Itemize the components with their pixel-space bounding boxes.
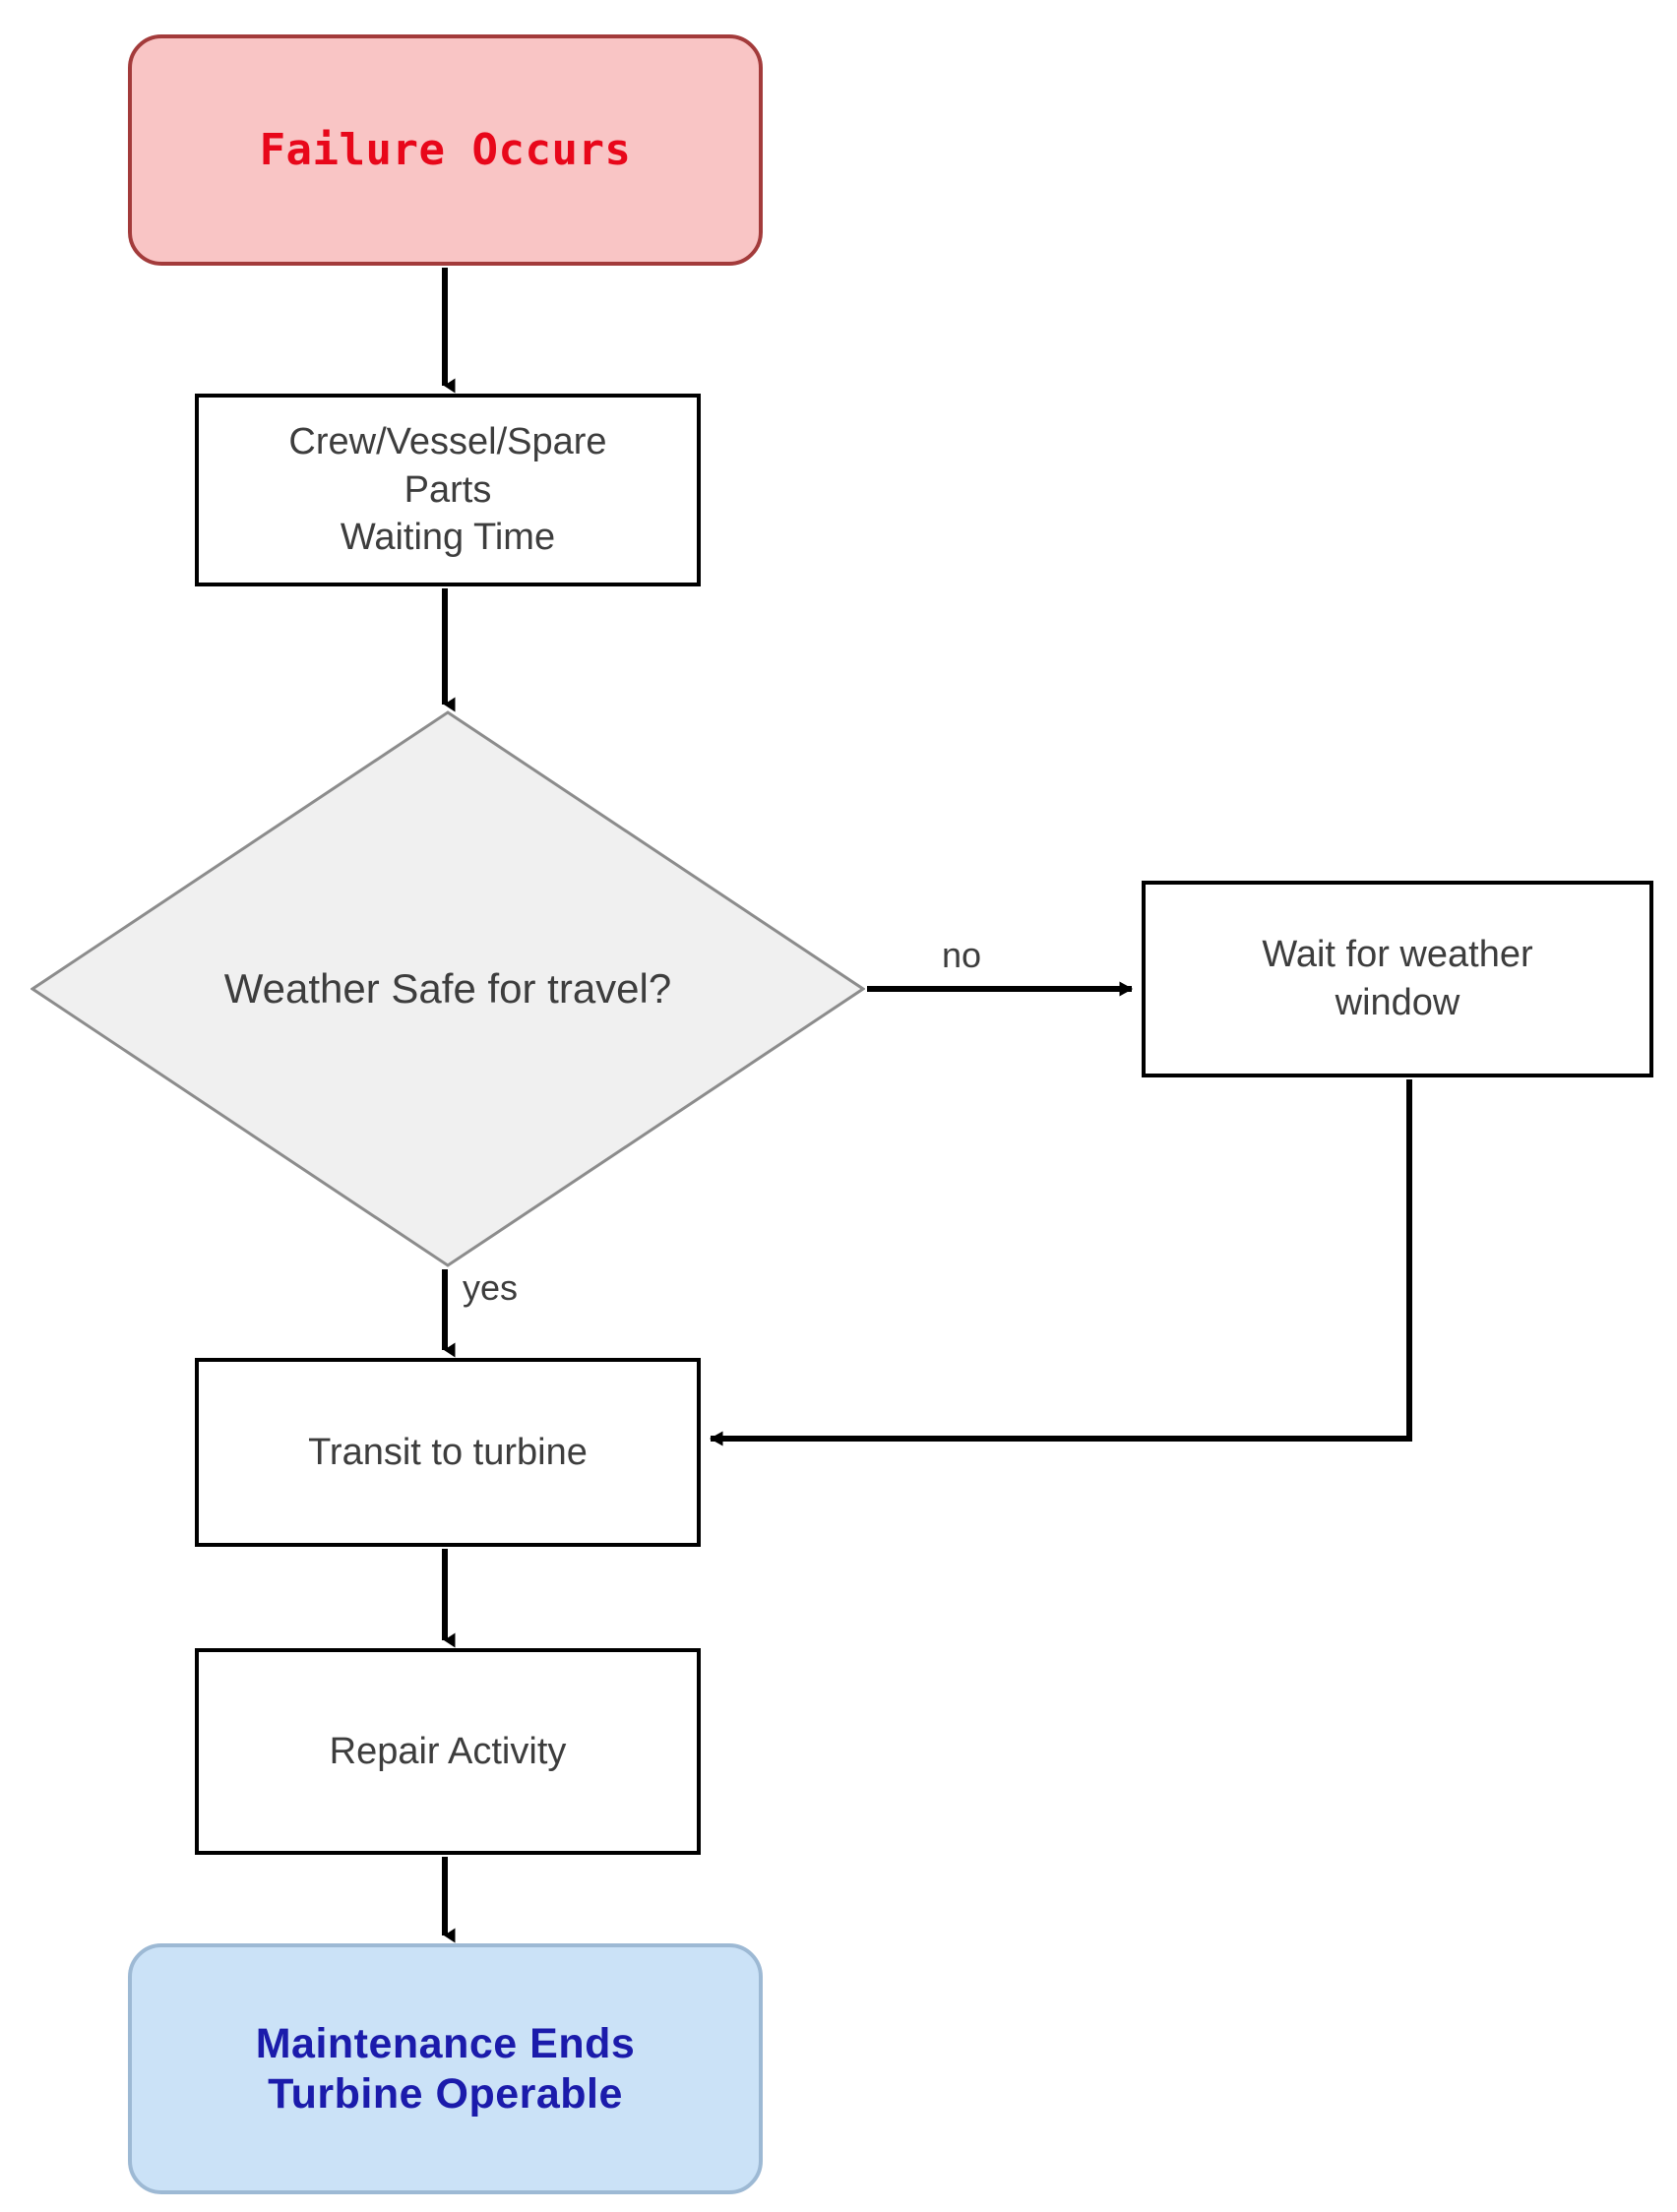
node-repair-activity[interactable]: Repair Activity [195, 1648, 701, 1855]
node-waiting-time[interactable]: Crew/Vessel/Spare Parts Waiting Time [195, 394, 701, 586]
node-weather-decision-label: Weather Safe for travel? [223, 965, 672, 1012]
node-failure-occurs-label: Failure Occurs [259, 124, 632, 175]
edge-label-no: no [942, 935, 982, 975]
node-weather-decision[interactable]: Weather Safe for travel? [31, 710, 865, 1267]
node-transit-to-turbine[interactable]: Transit to turbine [195, 1358, 701, 1547]
node-maintenance-ends-label: Maintenance Ends Turbine Operable [256, 2019, 636, 2119]
node-transit-to-turbine-label: Transit to turbine [308, 1431, 588, 1473]
node-wait-for-weather-window-line-1: Wait for weather [1262, 934, 1533, 976]
node-maintenance-ends-line-2: Turbine Operable [268, 2069, 623, 2118]
edge-label-yes: yes [463, 1267, 519, 1308]
node-waiting-time-label: Crew/Vessel/Spare Parts Waiting Time [288, 418, 606, 562]
node-waiting-time-line-3: Waiting Time [340, 517, 556, 559]
node-wait-for-weather-window-line-2: window [1335, 982, 1460, 1023]
node-waiting-time-line-1: Crew/Vessel/Spare [288, 421, 607, 463]
node-repair-activity-label: Repair Activity [329, 1730, 567, 1772]
node-maintenance-ends-line-1: Maintenance Ends [255, 2019, 636, 2067]
node-failure-occurs[interactable]: Failure Occurs [128, 34, 763, 266]
node-wait-for-weather-window-label: Wait for weather window [1262, 931, 1532, 1026]
node-wait-for-weather-window[interactable]: Wait for weather window [1142, 881, 1653, 1077]
node-waiting-time-line-2: Parts [404, 468, 492, 511]
node-maintenance-ends[interactable]: Maintenance Ends Turbine Operable [128, 1943, 763, 2194]
diamond-shape-icon [31, 710, 865, 1267]
